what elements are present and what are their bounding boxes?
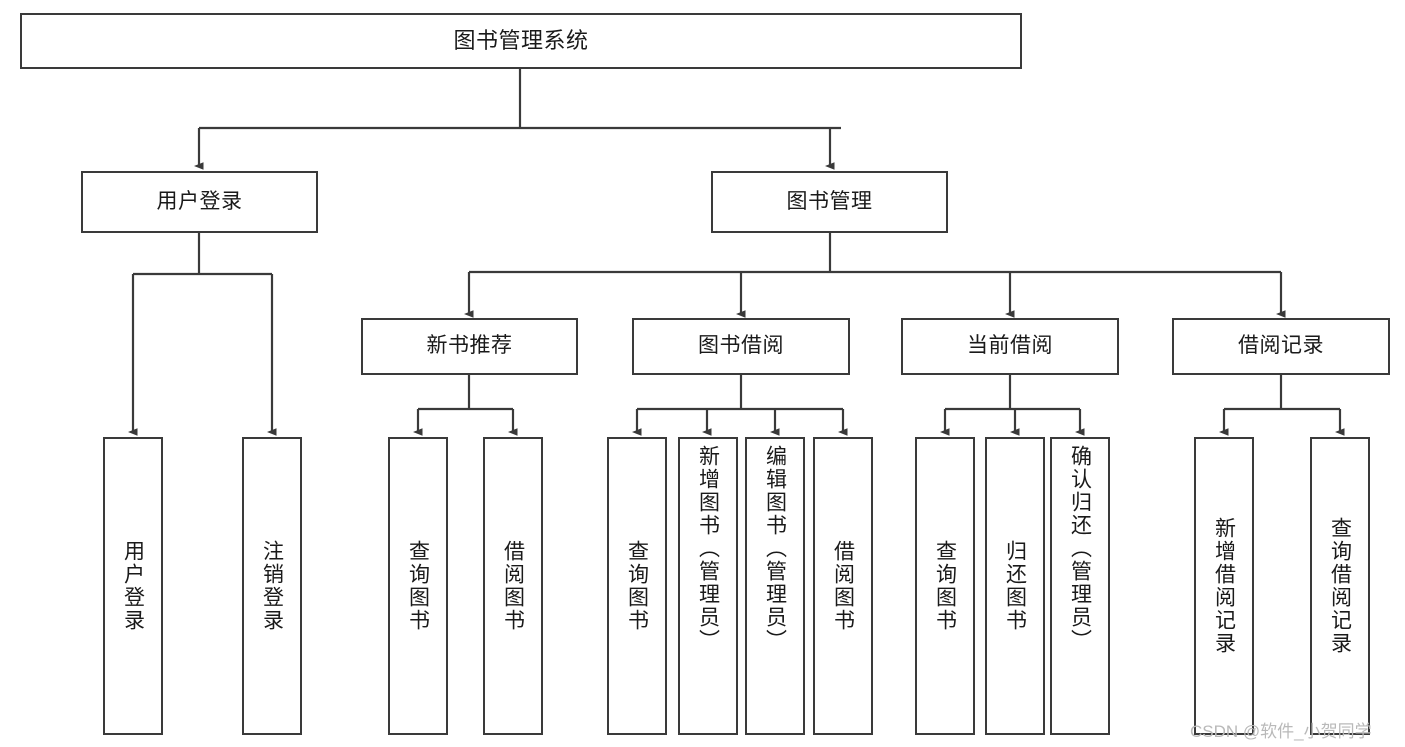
node-leaf-add-record[interactable]: 新增借阅记录 xyxy=(1194,437,1254,735)
csdn-watermark: CSDN @软件_小贺同学 xyxy=(1190,722,1372,741)
node-leaf-edit-book[interactable]: 编辑图书（管理员） xyxy=(745,437,805,735)
node-current-borrow[interactable]: 当前借阅 xyxy=(901,318,1119,375)
node-leaf-query-book-1[interactable]: 查询图书 xyxy=(388,437,448,735)
node-leaf-confirm-return-label: 确认归还（管理员） xyxy=(1068,445,1092,652)
node-leaf-query-book-3-label: 查询图书 xyxy=(933,540,957,632)
node-new-book-recommend-label: 新书推荐 xyxy=(426,334,513,358)
node-leaf-add-record-label: 新增借阅记录 xyxy=(1212,517,1236,655)
node-book-borrow[interactable]: 图书借阅 xyxy=(632,318,850,375)
node-book-manage-label: 图书管理 xyxy=(786,189,873,213)
node-user-login-label: 用户登录 xyxy=(156,189,243,213)
node-user-login[interactable]: 用户登录 xyxy=(81,171,318,233)
node-leaf-edit-book-label: 编辑图书（管理员） xyxy=(763,445,787,652)
node-leaf-query-book-3[interactable]: 查询图书 xyxy=(915,437,975,735)
node-leaf-user-login-label: 用户登录 xyxy=(121,540,145,632)
node-leaf-query-record-label: 查询借阅记录 xyxy=(1328,517,1352,655)
node-leaf-confirm-return[interactable]: 确认归还（管理员） xyxy=(1050,437,1110,735)
node-leaf-query-book-2[interactable]: 查询图书 xyxy=(607,437,667,735)
node-leaf-return-book-label: 归还图书 xyxy=(1003,540,1027,632)
node-leaf-borrow-book-2[interactable]: 借阅图书 xyxy=(813,437,873,735)
node-current-borrow-label: 当前借阅 xyxy=(967,334,1053,358)
node-leaf-borrow-book-1-label: 借阅图书 xyxy=(501,540,525,632)
node-leaf-query-record[interactable]: 查询借阅记录 xyxy=(1310,437,1370,735)
node-new-book-recommend[interactable]: 新书推荐 xyxy=(361,318,578,375)
node-leaf-borrow-book-2-label: 借阅图书 xyxy=(831,540,855,632)
node-leaf-query-book-2-label: 查询图书 xyxy=(625,540,649,632)
node-leaf-return-book[interactable]: 归还图书 xyxy=(985,437,1045,735)
node-leaf-add-book[interactable]: 新增图书（管理员） xyxy=(678,437,738,735)
node-leaf-borrow-book-1[interactable]: 借阅图书 xyxy=(483,437,543,735)
node-leaf-query-book-1-label: 查询图书 xyxy=(406,540,430,632)
node-leaf-user-login[interactable]: 用户登录 xyxy=(103,437,163,735)
node-borrow-record[interactable]: 借阅记录 xyxy=(1172,318,1390,375)
node-root[interactable]: 图书管理系统 xyxy=(20,13,1022,69)
node-leaf-logout-login[interactable]: 注销登录 xyxy=(242,437,302,735)
node-leaf-add-book-label: 新增图书（管理员） xyxy=(696,445,720,652)
node-book-borrow-label: 图书借阅 xyxy=(698,334,784,358)
node-borrow-record-label: 借阅记录 xyxy=(1238,334,1324,358)
node-leaf-logout-login-label: 注销登录 xyxy=(260,540,284,632)
node-root-label: 图书管理系统 xyxy=(453,28,589,54)
node-book-manage[interactable]: 图书管理 xyxy=(711,171,948,233)
